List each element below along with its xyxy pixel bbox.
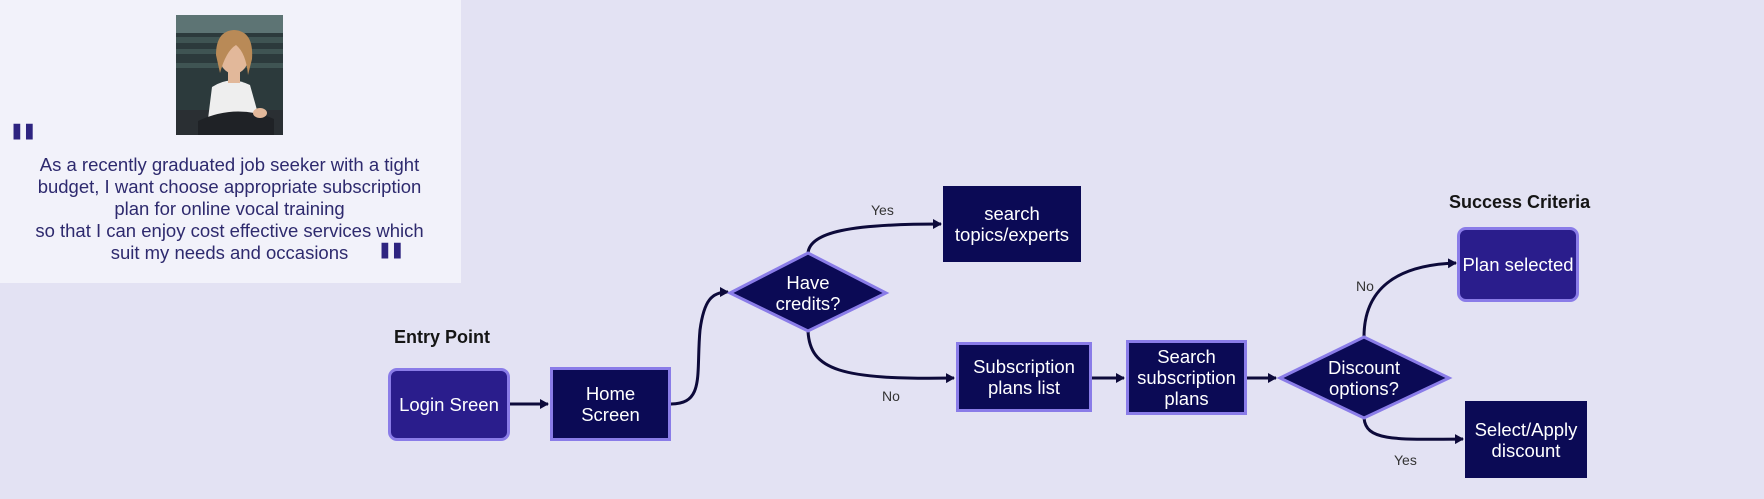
node-label: Subscription plans list [973, 356, 1075, 398]
node-label: search topics/experts [954, 203, 1070, 245]
node-login-screen: Login Sreen [388, 368, 510, 441]
success-criteria-label: Success Criteria [1449, 192, 1591, 212]
edge-label-credits-yes: Yes [871, 202, 894, 218]
entry-point-label: Entry Point [394, 327, 491, 347]
have-credits-label: Have credits? [775, 272, 841, 314]
node-search-topics: search topics/experts [943, 186, 1081, 262]
edge-credits-search [806, 219, 942, 254]
persona-avatar [176, 15, 283, 135]
persona-quote: As a recently graduated job seeker with … [22, 154, 437, 264]
close-quote-icon: " [376, 231, 407, 299]
quote-line: budget, I want choose appropriate subscr… [37, 176, 422, 197]
node-subscription-plans-list: Subscription plans list [956, 342, 1092, 412]
node-label: Search subscription plans [1137, 346, 1236, 409]
node-label: Home Screen [581, 383, 640, 425]
decision-discount [1276, 335, 1453, 420]
open-quote-icon: " [8, 112, 39, 180]
edge-discount-apply [1362, 417, 1464, 445]
quote-line: As a recently graduated job seeker with … [39, 154, 420, 175]
edge-home-credits [670, 287, 729, 406]
quote-line: plan for online vocal training [114, 198, 345, 219]
quote-line: suit my needs and occasions [110, 242, 349, 263]
persona-quote-panel: " " As a recently graduated job seeker w… [0, 0, 461, 294]
node-home-screen: Home Screen [550, 367, 671, 441]
edge-discount-plan-selected [1362, 258, 1457, 338]
node-search-subscription-plans: Search subscription plans [1126, 340, 1247, 415]
decision-have-credits [726, 251, 890, 333]
node-label: Plan selected [1462, 254, 1574, 275]
node-select-apply-discount: Select/Apply discount [1465, 401, 1587, 478]
edge-credits-subscription [806, 330, 955, 384]
edge-label-credits-no: No [882, 388, 900, 404]
edge-label-discount-yes: Yes [1394, 452, 1417, 468]
edge-label-discount-no: No [1356, 278, 1374, 294]
node-plan-selected: Plan selected [1457, 227, 1579, 302]
node-label: Login Sreen [399, 394, 499, 415]
quote-line: so that I can enjoy cost effective servi… [35, 220, 424, 241]
node-label: Select/Apply discount [1474, 418, 1578, 461]
discount-options-label: Discount options? [1328, 357, 1400, 399]
